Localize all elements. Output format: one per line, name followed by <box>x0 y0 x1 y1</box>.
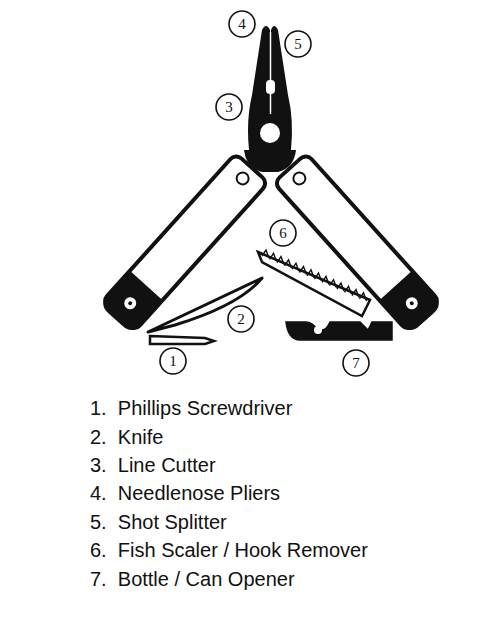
shot-splitter-notch <box>266 80 275 94</box>
part-list-item: 1. Phillips Screwdriver <box>90 396 292 420</box>
opener-hole <box>314 326 322 334</box>
callout-number: 4 <box>238 17 246 32</box>
part-list-item: 5. Shot Splitter <box>90 510 227 534</box>
callout-number: 6 <box>279 226 287 241</box>
callout-number: 5 <box>294 37 302 52</box>
right-handle <box>274 153 443 334</box>
bottle-opener <box>286 322 392 340</box>
left-handle <box>99 153 268 334</box>
callout-number: 7 <box>352 356 360 371</box>
jaw-gap <box>270 32 272 120</box>
pliers-base <box>244 150 296 172</box>
part-list-item: 7. Bottle / Can Opener <box>90 567 295 591</box>
phillips-screwdriver <box>150 336 214 344</box>
callout-number: 3 <box>225 100 233 115</box>
pivot <box>251 114 289 152</box>
part-list-item: 4. Needlenose Pliers <box>90 481 280 505</box>
part-list-item: 3. Line Cutter <box>90 453 216 477</box>
part-list-item: 2. Knife <box>90 425 163 449</box>
callout-number: 1 <box>169 354 177 369</box>
callout-number: 2 <box>237 312 245 327</box>
pivot-hole <box>260 123 280 143</box>
part-list-item: 6. Fish Scaler / Hook Remover <box>90 538 368 562</box>
